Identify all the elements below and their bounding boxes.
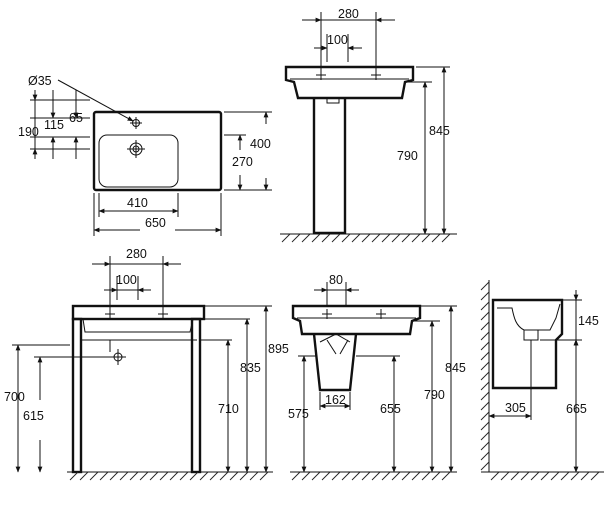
basin-bowl — [98, 134, 179, 188]
floor-hatch — [490, 471, 600, 481]
dim-655: 655 — [380, 402, 401, 416]
dim-190: 190 — [18, 125, 39, 139]
dim-895: 895 — [268, 342, 289, 356]
dim-115: 115 — [44, 118, 64, 132]
basin-outline — [92, 110, 223, 192]
dim-615: 615 — [23, 409, 44, 423]
right-leg — [190, 317, 202, 474]
dim-790: 790 — [424, 388, 445, 402]
dim-665: 665 — [566, 402, 587, 416]
dim-410: 410 — [127, 196, 148, 210]
dim-diameter-35: Ø35 — [28, 74, 52, 88]
dim-845: 845 — [445, 361, 466, 375]
floor-hatch — [69, 471, 269, 481]
console-basin-top — [71, 304, 206, 321]
dim-162: 162 — [325, 393, 346, 407]
side-view: 145 305 665 — [480, 280, 604, 481]
dim-790: 790 — [397, 149, 418, 163]
basin-front — [284, 65, 415, 100]
dim-710: 710 — [218, 402, 239, 416]
dim-305: 305 — [505, 401, 526, 415]
dim-65: 65 — [69, 111, 83, 125]
semi-basin — [291, 304, 422, 336]
pedestal-front-view: 280 100 845 — [280, 7, 457, 243]
semi-pedestal-view: 80 575 162 — [288, 273, 466, 481]
dim-270: 270 — [232, 155, 253, 169]
pedestal-column — [312, 98, 347, 235]
semi-pedestal — [312, 333, 358, 392]
dim-845: 845 — [429, 124, 450, 138]
basin-side-profile — [491, 298, 564, 390]
wall-hatch — [480, 281, 490, 471]
console-front-view: 280 100 — [4, 247, 289, 481]
dim-100: 100 — [327, 33, 348, 47]
dim-80: 80 — [329, 273, 343, 287]
dim-400: 400 — [250, 137, 271, 151]
drain-body — [523, 329, 539, 341]
dim-835: 835 — [240, 361, 261, 375]
left-leg — [71, 317, 83, 474]
dim-280: 280 — [126, 247, 147, 261]
dim-145: 145 — [578, 314, 599, 328]
dim-575: 575 — [288, 407, 309, 421]
dim-280: 280 — [338, 7, 359, 21]
dim-100: 100 — [116, 273, 137, 287]
floor-hatch — [281, 233, 451, 243]
dim-700: 700 — [4, 390, 25, 404]
plan-view: Ø35 190 115 65 400 270 410 — [18, 74, 272, 236]
console-bowl — [82, 318, 194, 333]
floor-hatch — [291, 471, 451, 481]
dim-650: 650 — [145, 216, 166, 230]
